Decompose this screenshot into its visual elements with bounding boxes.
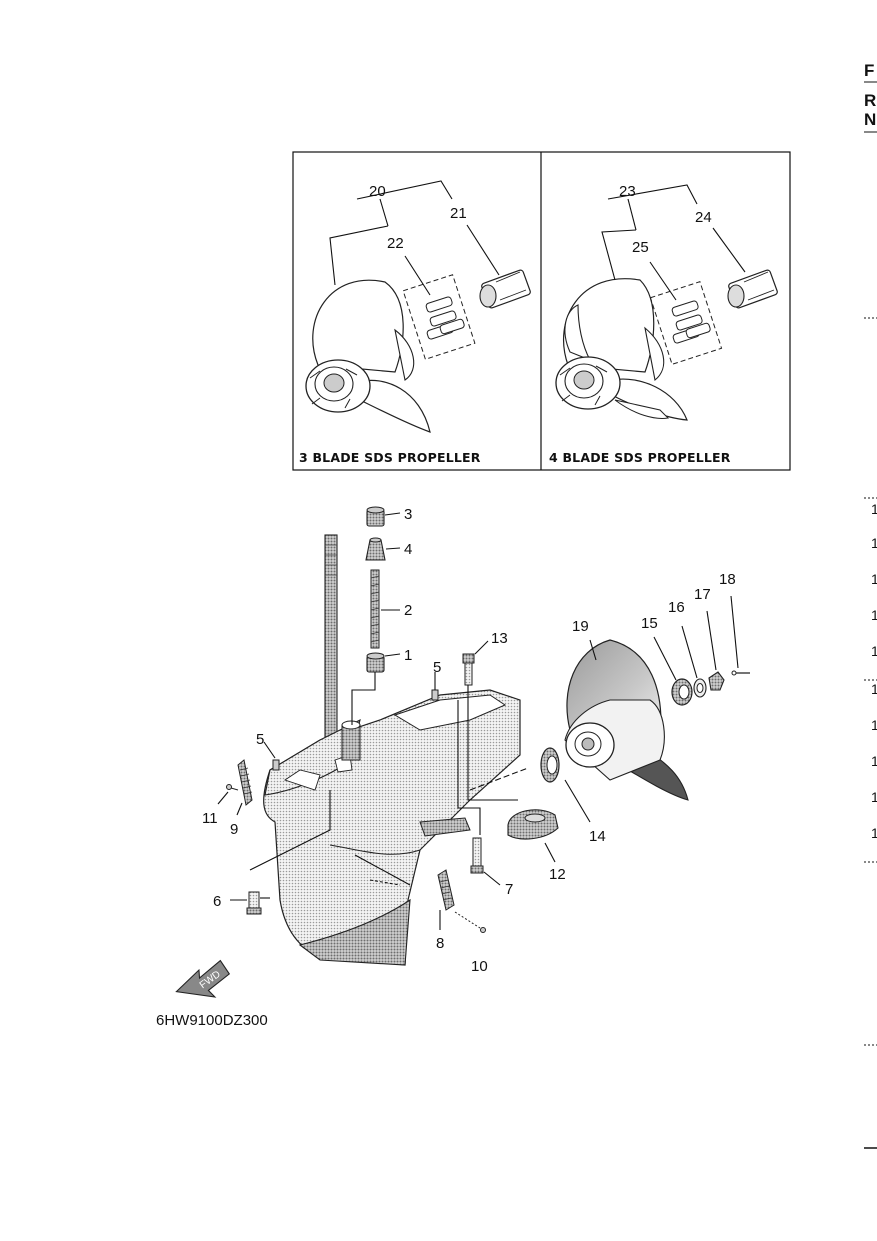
part-3-nut-illustration [366,506,385,527]
four-blade-propeller-illustration [555,278,688,421]
part-18-cotter-pin-illustration [731,670,750,676]
edge-number: 1 [871,535,877,551]
callout-2: 2 [404,602,412,619]
three-blade-sds-kit-illustration [402,274,476,360]
edge-letter-n: N [864,110,876,129]
callout-19: 19 [572,618,589,635]
callout-10: 10 [471,958,488,975]
edge-number: 1 [871,681,877,697]
edge-number: 1 [871,501,877,517]
part-6-bolt-illustration [246,891,262,915]
callout-12: 12 [549,866,566,883]
callout-6: 6 [213,893,221,910]
forward-direction-arrow: FWD [175,959,231,998]
part-4-bushing-illustration [365,537,386,561]
part-7-bolt-illustration [470,837,484,874]
three-blade-panel-label: 3 BLADE SDS PROPELLER [299,450,481,465]
callout-1: 1 [404,647,412,664]
gear-case-housing-illustration [263,689,521,966]
callout-11: 11 [202,810,218,827]
part-15-spacer-illustration [671,678,693,706]
four-blade-leader-lines [601,184,746,301]
part-14-thrust-washer-illustration [540,747,560,783]
four-blade-panel: 23 24 25 4 BLADE SDS PROPELLER [549,183,778,465]
edge-number: 1 [871,571,877,587]
part-10-screw-illustration [454,911,486,933]
edge-letter-r: R [864,91,876,110]
three-blade-sds-hub-illustration [479,269,531,309]
callout-4: 4 [404,541,412,558]
callout-14: 14 [589,828,606,845]
callout-20: 20 [369,183,386,200]
edge-number: 1 [871,789,877,805]
part-13-bolt-illustration [462,653,475,686]
part-17-nut-illustration [708,671,725,691]
callout-7: 7 [505,881,513,898]
figure-code: 6HW9100DZ300 [156,1012,268,1029]
callout-15: 15 [641,615,658,632]
part-19-propeller-illustration [564,639,689,801]
drive-shaft-illustration [324,534,338,751]
callout-9: 9 [230,821,238,838]
part-8-anode-illustration [437,869,455,911]
callout-22: 22 [387,235,404,252]
main-leader-lines [217,512,739,930]
lower-unit-assembly: 3 4 2 1 13 5 5 11 9 6 7 8 10 12 14 15 16… [202,506,750,975]
part-16-washer-illustration [693,678,707,698]
three-blade-propeller-illustration [305,279,431,433]
three-blade-panel: 20 21 22 3 BLADE SDS PROPELLER [299,180,531,465]
callout-18: 18 [719,571,736,588]
four-blade-panel-label: 4 BLADE SDS PROPELLER [549,450,731,465]
edge-letter-f: F [864,61,874,80]
right-edge-fragments: F R N 1 1 1 1 1 1 1 1 1 1 [864,61,877,1149]
edge-number: 1 [871,825,877,841]
part-2-stud-illustration [370,569,380,649]
part-9-anode-illustration [237,759,253,806]
callout-17: 17 [694,586,711,603]
part-1-collar-illustration [366,652,385,673]
callout-24: 24 [695,209,712,226]
edge-number: 1 [871,753,877,769]
callout-23: 23 [619,183,636,200]
callout-13: 13 [491,630,508,647]
callout-16: 16 [668,599,685,616]
edge-number: 1 [871,643,877,659]
part-11-screw-illustration [226,784,239,791]
callout-5: 5 [256,731,264,748]
callout-3: 3 [404,506,412,523]
edge-number: 1 [871,717,877,733]
edge-number: 1 [871,607,877,623]
callout-25: 25 [632,239,649,256]
callout-8: 8 [436,935,444,952]
callout-21: 21 [450,205,467,222]
callout-5: 5 [433,659,441,676]
four-blade-sds-kit-illustration [649,281,723,365]
three-blade-leader-lines [329,180,500,296]
part-12-trim-tab-illustration [507,809,559,840]
four-blade-sds-hub-illustration [727,269,778,309]
